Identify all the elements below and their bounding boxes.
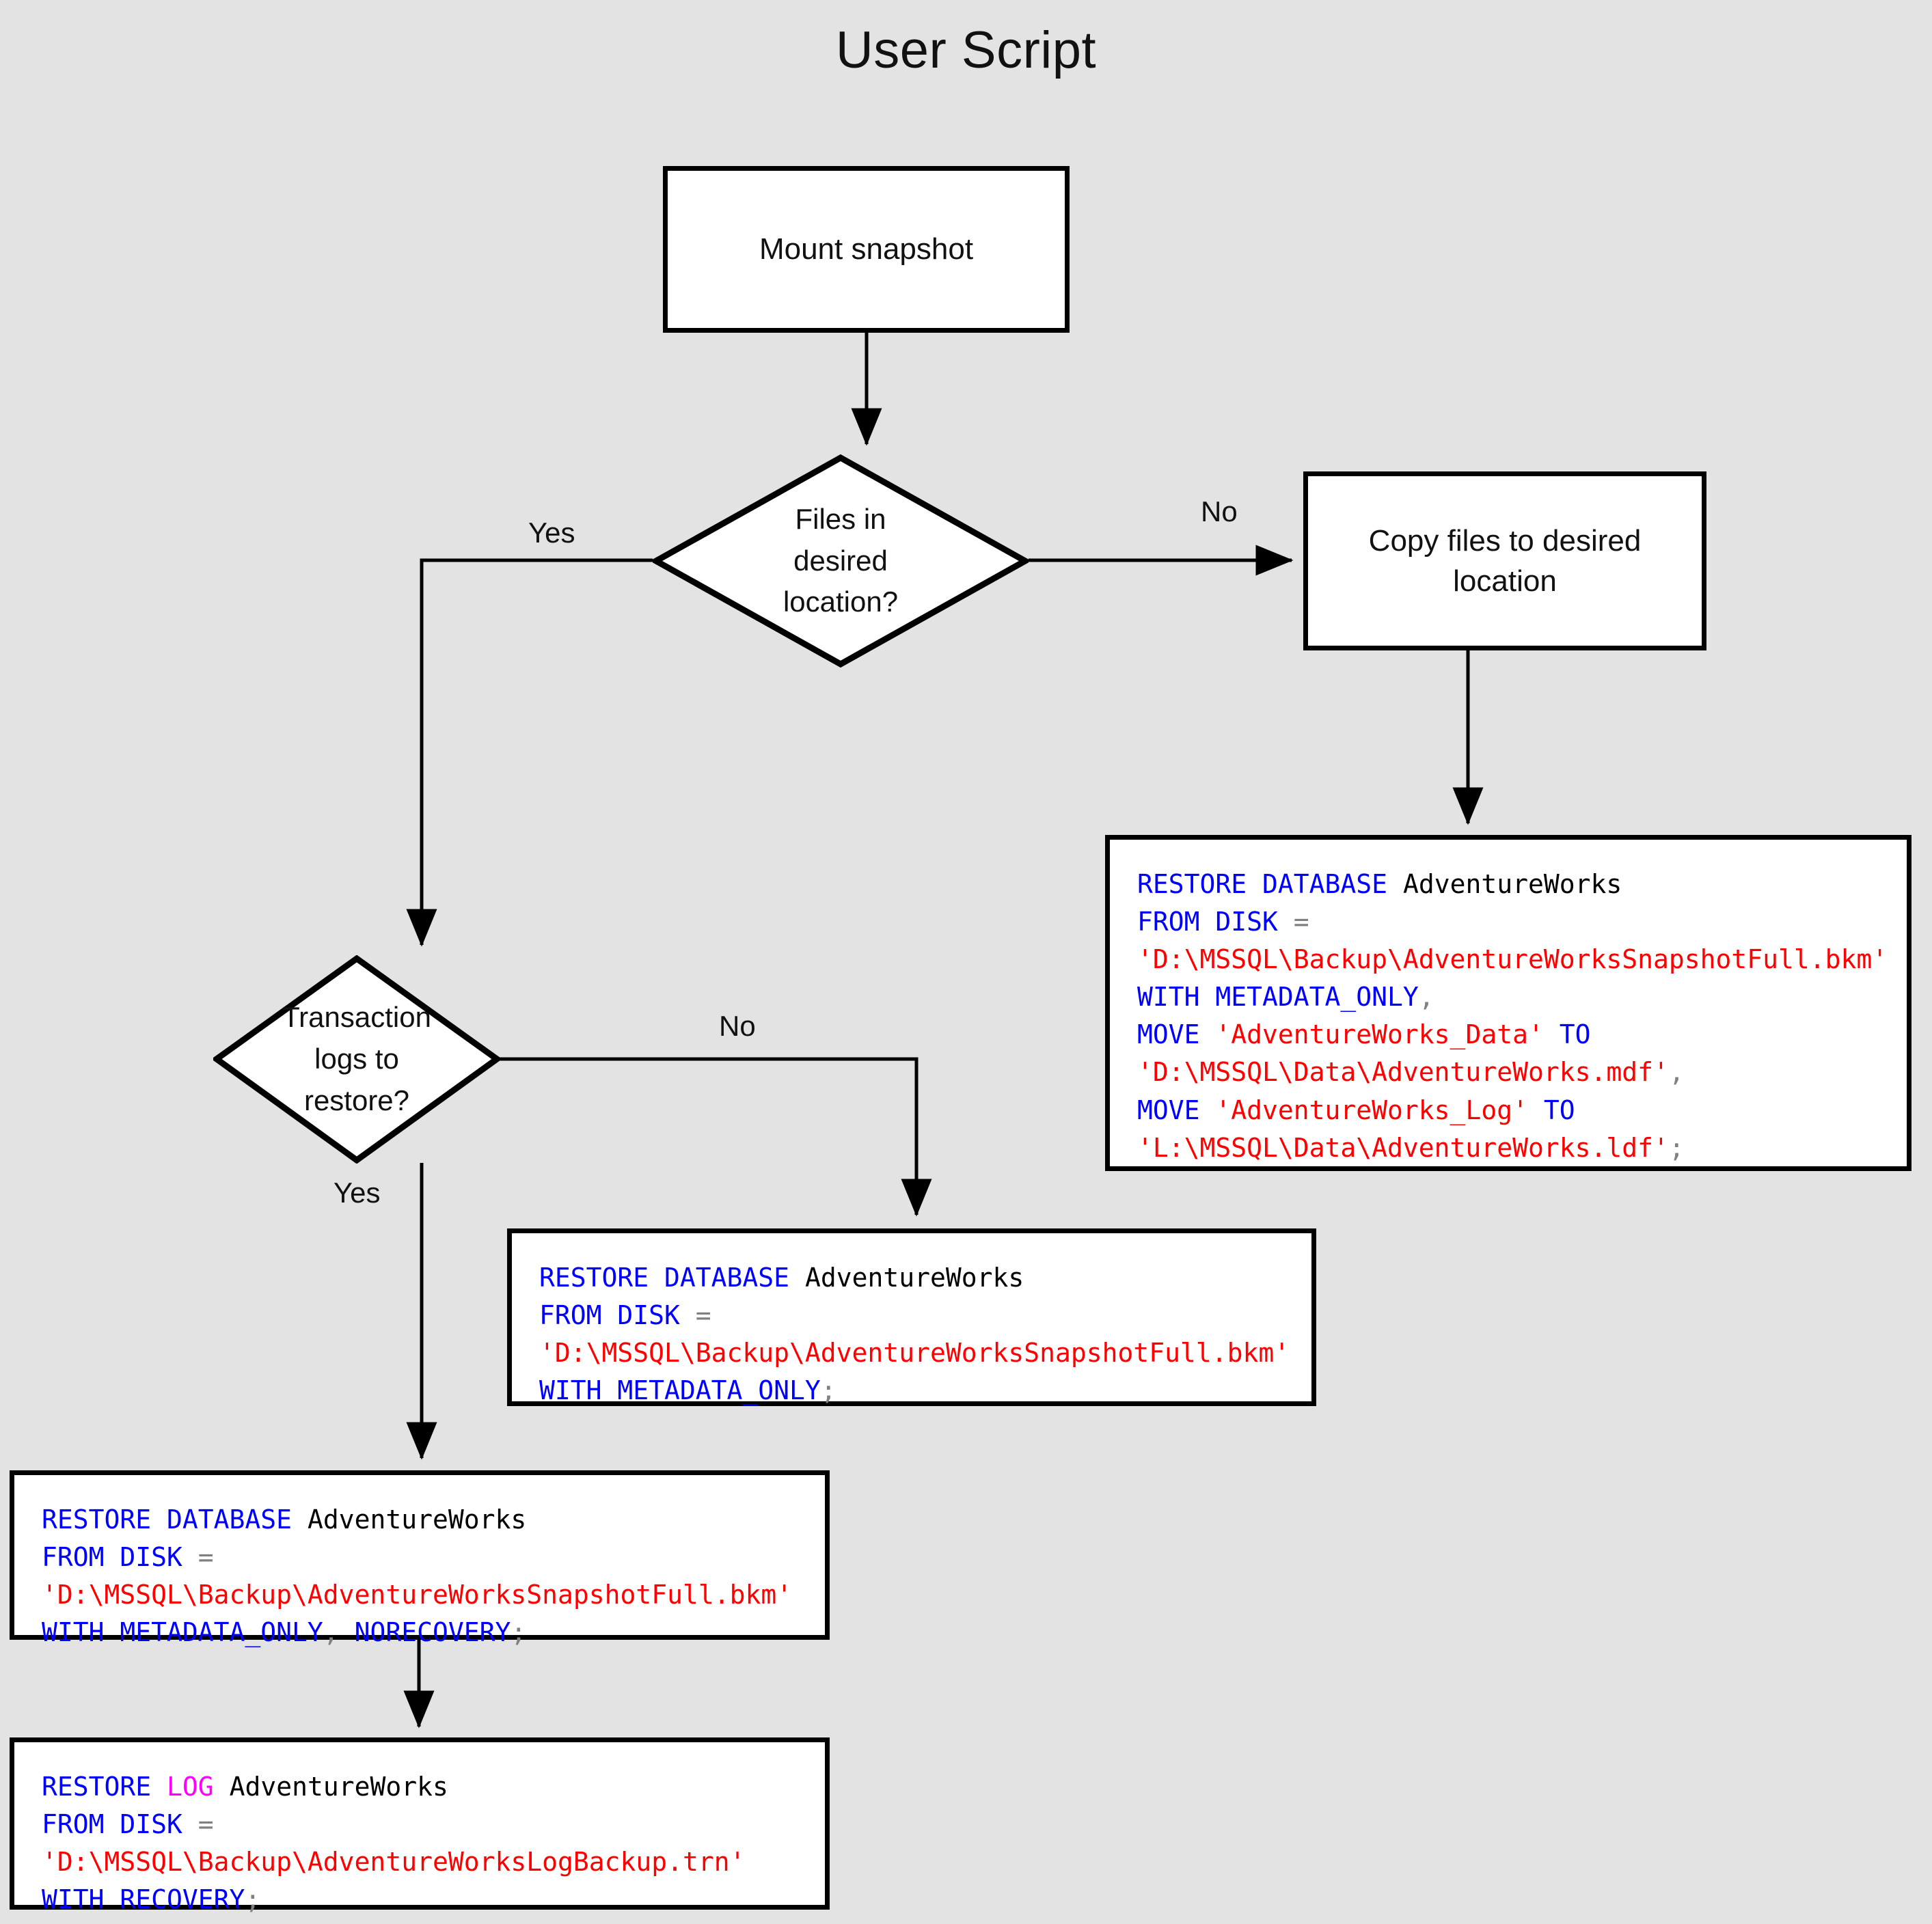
page-title: User Script [835, 21, 1097, 79]
code-line: FROM DISK = [1137, 903, 1907, 941]
code-line: 'D:\MSSQL\Backup\AdventureWorksSnapshotF… [539, 1334, 1311, 1372]
code-token: 'AdventureWorks_Data' [1215, 1019, 1544, 1050]
code-token: FROM DISK [539, 1300, 696, 1331]
code-line: 'D:\MSSQL\Data\AdventureWorks.mdf', [1137, 1054, 1907, 1091]
code-line: 'D:\MSSQL\Backup\AdventureWorksSnapshotF… [1137, 941, 1907, 978]
code-line: RESTORE DATABASE AdventureWorks [1137, 866, 1907, 903]
code-token: = [1293, 907, 1309, 937]
code-token: ; [1668, 1132, 1685, 1163]
code-token: = [198, 1809, 214, 1840]
code-token: MOVE [1137, 1019, 1216, 1050]
code-line: FROM DISK = [42, 1539, 825, 1576]
code-token: = [695, 1300, 711, 1331]
code-token: , [323, 1617, 355, 1648]
node-mount-snapshot-label: Mount snapshot [759, 232, 974, 266]
code-token: WITH RECOVERY [42, 1884, 245, 1915]
edge-label-files-no: No [1201, 495, 1238, 527]
code-token: 'D:\MSSQL\Backup\AdventureWorksSnapshotF… [42, 1580, 793, 1610]
code-token: 'D:\MSSQL\Backup\AdventureWorksSnapshotF… [1137, 944, 1888, 975]
code-token: 'AdventureWorks_Log' [1215, 1095, 1528, 1125]
code-token: RESTORE DATABASE [42, 1504, 308, 1535]
code-token: FROM DISK [42, 1542, 198, 1573]
code-token: AdventureWorks [804, 1263, 1024, 1293]
edge-label-logs-yes: Yes [334, 1177, 381, 1209]
edge-label-files-yes: Yes [528, 517, 575, 549]
diamond-shape [653, 454, 1029, 668]
code-line: RESTORE DATABASE AdventureWorks [42, 1501, 825, 1539]
code-token: AdventureWorks [1402, 869, 1622, 899]
code-token: WITH METADATA_ONLY [539, 1375, 821, 1406]
code-token: 'D:\MSSQL\Backup\AdventureWorksSnapshotF… [539, 1338, 1290, 1369]
code-line: WITH RECOVERY; [42, 1881, 825, 1919]
code-token: , [1418, 982, 1434, 1013]
code-line: 'D:\MSSQL\Backup\AdventureWorksLogBackup… [42, 1843, 825, 1881]
code-token: RESTORE [42, 1772, 167, 1802]
code-line: WITH METADATA_ONLY; [539, 1372, 1311, 1410]
code-token: TO [1527, 1095, 1575, 1125]
code-token: NORECOVERY [354, 1617, 511, 1648]
code-token: WITH METADATA_ONLY [42, 1617, 323, 1648]
node-copy-files-line-2: location [1453, 564, 1557, 598]
code-token: , [1668, 1057, 1685, 1088]
node-mount-snapshot[interactable]: Mount snapshot [663, 166, 1070, 333]
node-copy-files[interactable]: Copy files to desired location [1303, 471, 1706, 650]
code-token: FROM DISK [1137, 907, 1294, 937]
code-token: WITH METADATA_ONLY [1137, 982, 1419, 1013]
diamond-shape [213, 955, 500, 1164]
node-transaction-logs-to-restore[interactable]: Transaction logs to restore? [213, 955, 500, 1164]
code-line: 'D:\MSSQL\Backup\AdventureWorksSnapshotF… [42, 1576, 825, 1614]
code-line: FROM DISK = [539, 1297, 1311, 1334]
code-token: ; [820, 1375, 836, 1406]
code-token: = [198, 1542, 214, 1573]
code-token [214, 1772, 230, 1802]
code-token: ; [245, 1884, 261, 1915]
code-line: RESTORE LOG AdventureWorks [42, 1768, 825, 1806]
code-token: 'D:\MSSQL\Backup\AdventureWorksLogBackup… [42, 1847, 746, 1878]
code-line: 'L:\MSSQL\Data\AdventureWorks.ldf'; [1137, 1129, 1907, 1167]
code-line: MOVE 'AdventureWorks_Data' TO [1137, 1016, 1907, 1054]
code-token: 'L:\MSSQL\Data\AdventureWorks.ldf' [1137, 1132, 1669, 1163]
edge-label-logs-no: No [719, 1010, 756, 1042]
code-line: WITH METADATA_ONLY, [1137, 978, 1907, 1016]
code-token: RESTORE DATABASE [1137, 869, 1403, 899]
code-token: ; [511, 1617, 527, 1648]
node-copy-files-line-1: Copy files to desired [1368, 523, 1642, 558]
code-token: LOG [167, 1772, 214, 1802]
code-token: AdventureWorks [307, 1504, 527, 1535]
code-line: RESTORE DATABASE AdventureWorks [539, 1259, 1311, 1297]
code-token: RESTORE DATABASE [539, 1263, 805, 1293]
code-token: AdventureWorks [229, 1772, 448, 1802]
code-line: WITH METADATA_ONLY, NORECOVERY; [42, 1614, 825, 1651]
code-token: TO [1543, 1019, 1591, 1050]
code-token: MOVE [1137, 1095, 1216, 1125]
code-line: FROM DISK = [42, 1806, 825, 1843]
node-files-in-desired-location[interactable]: Files in desired location? [653, 454, 1029, 668]
code-line: MOVE 'AdventureWorks_Log' TO [1137, 1092, 1907, 1129]
code-token: FROM DISK [42, 1809, 198, 1840]
code-token: 'D:\MSSQL\Data\AdventureWorks.mdf' [1137, 1057, 1669, 1088]
